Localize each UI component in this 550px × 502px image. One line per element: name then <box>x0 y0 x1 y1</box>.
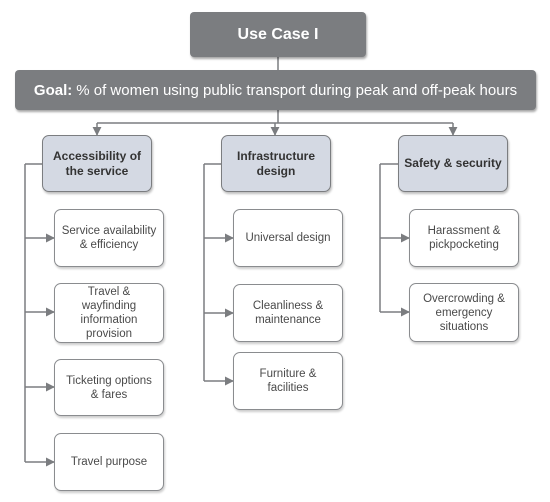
item-overcrowding: Overcrowding & emergency situations <box>409 283 519 342</box>
goal-label: Goal: <box>33 81 73 99</box>
category-infrastructure: Infrastructure design <box>221 135 331 192</box>
item-ticketing: Ticketing options & fares <box>54 359 164 416</box>
item-travel-purpose: Travel purpose <box>54 433 164 491</box>
item-furniture: Furniture & facilities <box>233 352 343 410</box>
goal-text: % of women using public transport during… <box>76 81 518 99</box>
goal-banner: Goal: % of women using public transport … <box>15 70 536 110</box>
item-universal-design: Universal design <box>233 209 343 267</box>
item-harassment: Harassment & pickpocketing <box>409 209 519 267</box>
use-case-title: Use Case I <box>190 12 366 57</box>
item-service-availability: Service availability & efficiency <box>54 209 164 267</box>
item-travel-wayfinding: Travel & wayfinding information provisio… <box>54 283 164 343</box>
item-cleanliness: Cleanliness & maintenance <box>233 284 343 342</box>
category-accessibility: Accessibility of the service <box>42 135 152 192</box>
category-safety: Safety & security <box>398 135 508 192</box>
